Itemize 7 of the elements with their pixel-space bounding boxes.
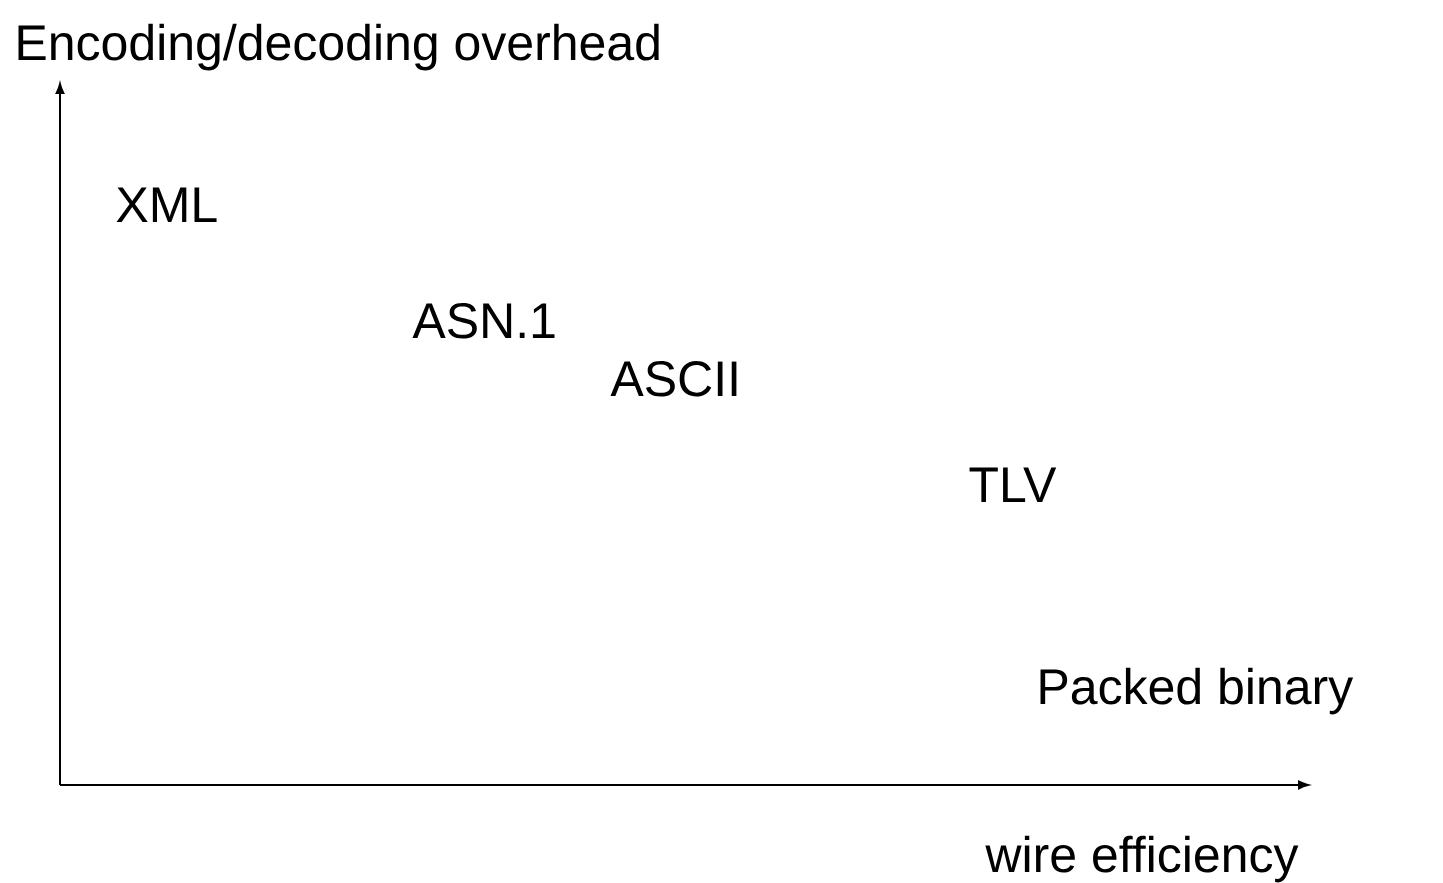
point-label: XML [116,187,217,222]
axis-title: wire efficiency [985,835,1299,883]
axis-title: Encoding/decoding overhead [18,23,659,71]
point-label: Packed binary [1040,667,1354,715]
point-label: ASN.1 [412,303,555,339]
point-label: TLV [969,467,1057,502]
point-label: ASCII [610,361,737,397]
